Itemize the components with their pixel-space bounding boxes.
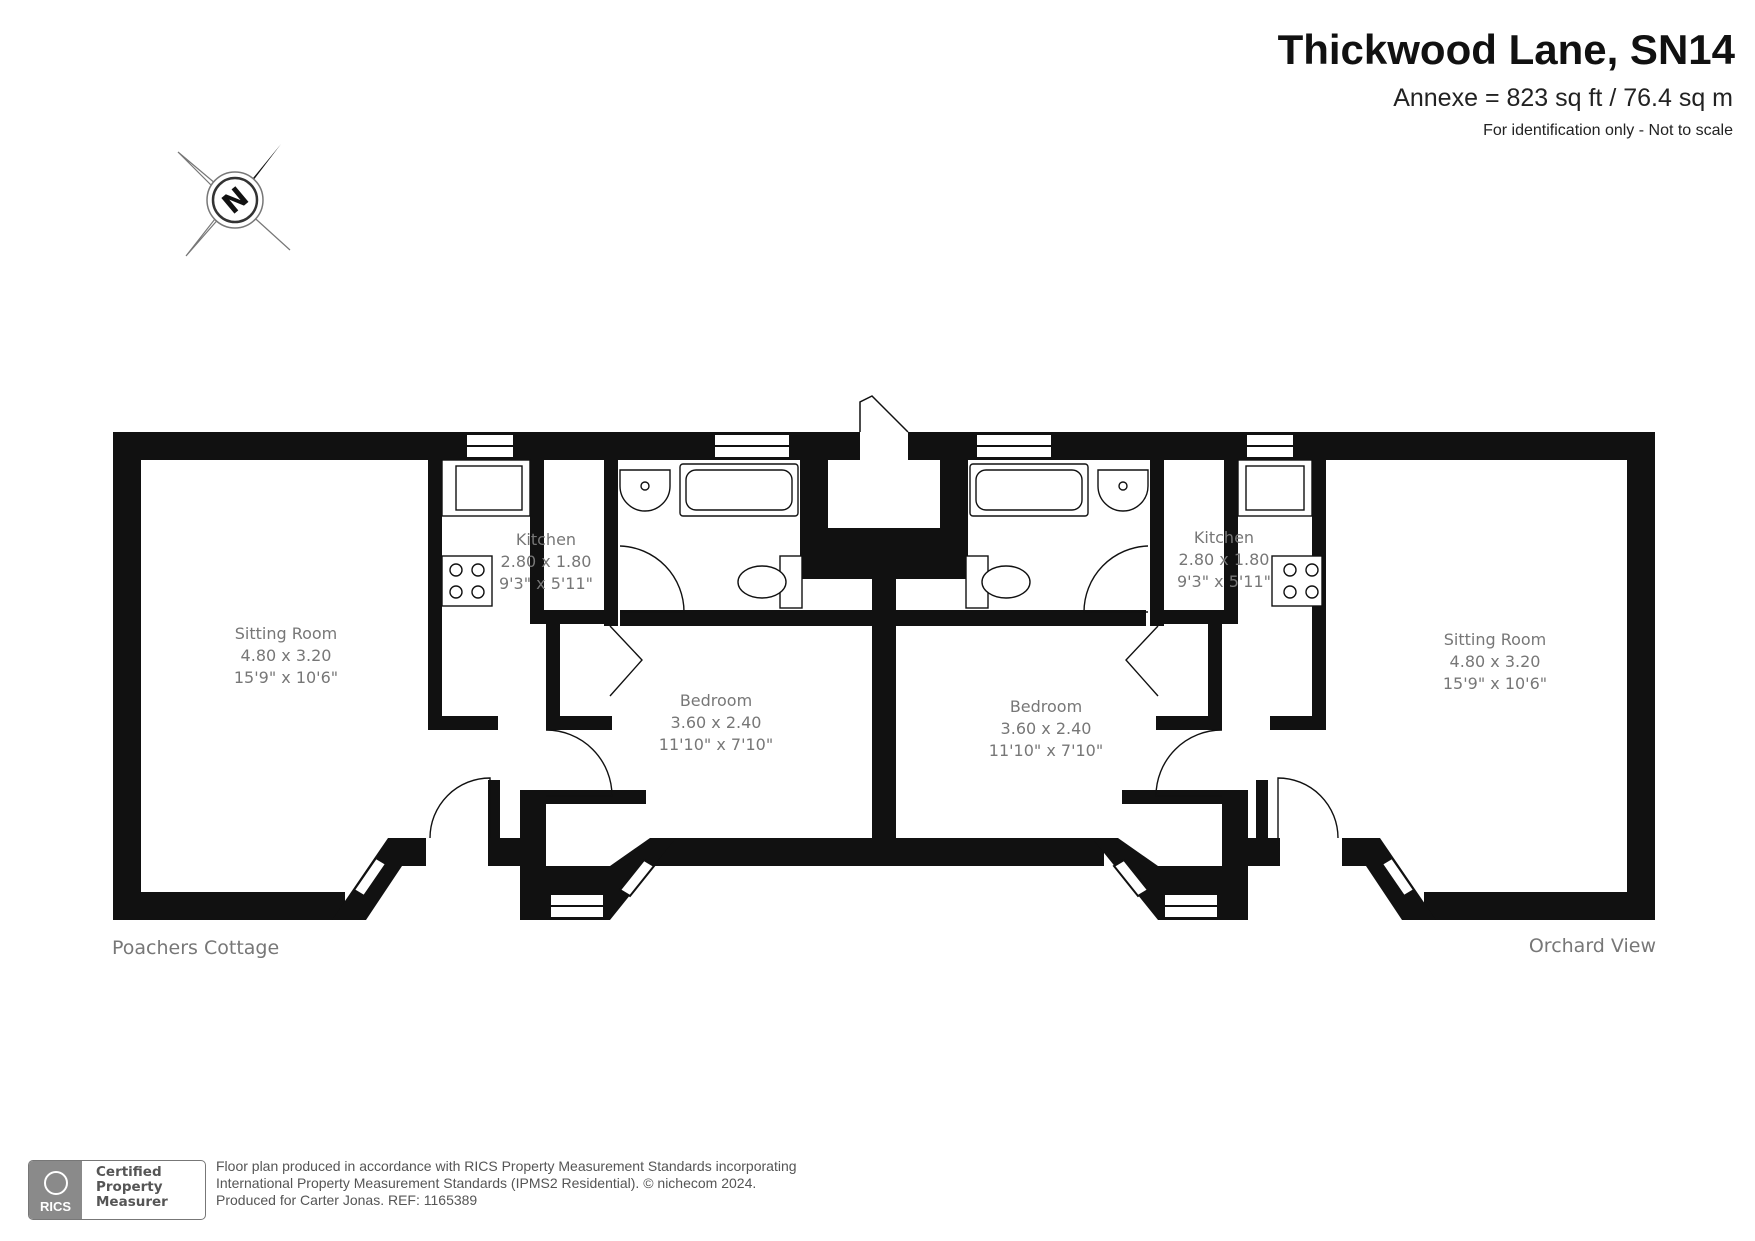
floor-area: Annexe = 823 sq ft / 76.4 sq m: [1393, 84, 1733, 112]
compass-icon: N: [177, 144, 291, 257]
room-label-kitchen-left: Kitchen 2.80 x 1.80 9'3" x 5'11": [499, 530, 593, 593]
svg-text:3.60 x 2.40: 3.60 x 2.40: [671, 713, 762, 732]
neighbour-left: Poachers Cottage: [112, 937, 279, 959]
svg-text:Sitting Room: Sitting Room: [235, 624, 338, 643]
rics-certification: Certified Property Measurer: [96, 1164, 168, 1210]
footer-line-3: Produced for Carter Jonas. REF: 1165389: [216, 1192, 478, 1208]
room-label-sitting-right: Sitting Room 4.80 x 3.20 15'9" x 10'6": [1443, 630, 1547, 693]
footer-text: Floor plan produced in accordance with R…: [216, 1158, 797, 1209]
svg-text:9'3" x 5'11": 9'3" x 5'11": [499, 574, 593, 593]
disclaimer-note: For identification only - Not to scale: [1483, 122, 1733, 139]
room-label-bedroom-right: Bedroom 3.60 x 2.40 11'10" x 7'10": [989, 697, 1103, 760]
svg-text:Bedroom: Bedroom: [1010, 697, 1082, 716]
svg-text:4.80 x 3.20: 4.80 x 3.20: [241, 646, 332, 665]
page-title: Thickwood Lane, SN14: [1277, 26, 1735, 73]
footer-line-2: International Property Measurement Stand…: [216, 1175, 757, 1191]
rics-logo: RICS: [29, 1161, 82, 1219]
svg-text:3.60 x 2.40: 3.60 x 2.40: [1001, 719, 1092, 738]
neighbour-right: Orchard View: [1529, 935, 1656, 957]
svg-text:4.80 x 3.20: 4.80 x 3.20: [1450, 652, 1541, 671]
svg-text:11'10" x 7'10": 11'10" x 7'10": [989, 741, 1103, 760]
svg-text:Kitchen: Kitchen: [516, 530, 576, 549]
footer-line-1: Floor plan produced in accordance with R…: [216, 1158, 797, 1174]
bathroom-fixtures: [619, 463, 1149, 609]
svg-text:15'9" x 10'6": 15'9" x 10'6": [1443, 674, 1547, 693]
svg-text:2.80 x 1.80: 2.80 x 1.80: [1179, 550, 1270, 569]
windows: [352, 433, 1416, 919]
svg-text:Sitting Room: Sitting Room: [1444, 630, 1547, 649]
room-label-bedroom-left: Bedroom 3.60 x 2.40 11'10" x 7'10": [659, 691, 773, 754]
walls: [113, 432, 1655, 920]
room-label-kitchen-right: Kitchen 2.80 x 1.80 9'3" x 5'11": [1177, 528, 1271, 591]
svg-text:Bedroom: Bedroom: [680, 691, 752, 710]
svg-text:15'9" x 10'6": 15'9" x 10'6": [234, 668, 338, 687]
rics-badge: RICS Certified Property Measurer: [28, 1160, 206, 1220]
rics-crest-icon: [43, 1171, 68, 1195]
kitchen-fixtures: [441, 459, 1323, 607]
svg-text:Kitchen: Kitchen: [1194, 528, 1254, 547]
room-label-sitting-left: Sitting Room 4.80 x 3.20 15'9" x 10'6": [234, 624, 338, 687]
svg-text:11'10" x 7'10": 11'10" x 7'10": [659, 735, 773, 754]
svg-text:2.80 x 1.80: 2.80 x 1.80: [501, 552, 592, 571]
front-door: [859, 395, 909, 460]
door-swings: [429, 545, 1339, 839]
svg-text:9'3" x 5'11": 9'3" x 5'11": [1177, 572, 1271, 591]
